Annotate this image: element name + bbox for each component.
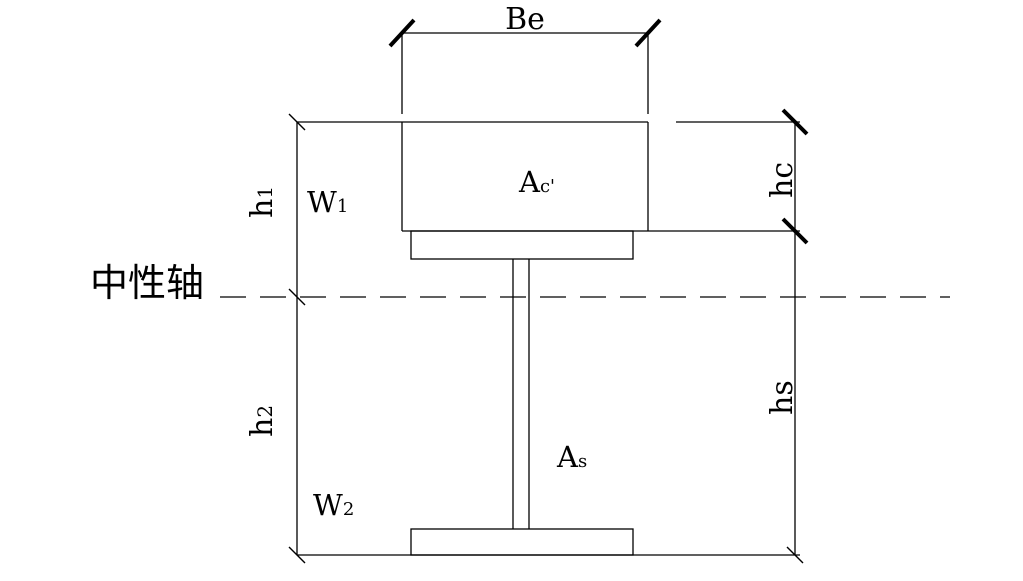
h1-main: h [245, 199, 280, 218]
as-label: As [556, 440, 587, 474]
w1-subscript: 1 [337, 196, 348, 217]
hc-label: hc [765, 162, 800, 198]
steel-i-beam: As [410, 230, 634, 556]
as-subscript: s [578, 451, 587, 472]
w2-subscript: 2 [343, 499, 354, 520]
h1-subscript: 1 [253, 186, 277, 199]
left-tick-axis [288, 288, 306, 306]
w2-main: W [313, 488, 343, 522]
concrete-slab: Ac' [297, 121, 800, 232]
left-tick-top [288, 113, 306, 131]
h2-label: h2 [245, 405, 280, 437]
be-tick-right [634, 18, 662, 48]
bottom-flange [410, 528, 634, 556]
right-dimension: hc hs [765, 108, 809, 564]
left-dimension: h1 h2 [245, 113, 306, 564]
be-label: Be [505, 2, 545, 37]
top-flange [410, 230, 634, 260]
h1-label: h1 [245, 186, 280, 218]
be-dimension: Be [388, 2, 662, 114]
h2-main: h [245, 418, 280, 437]
hs-label: hs [765, 380, 800, 415]
right-tick-top [781, 108, 809, 136]
h2-subscript: 2 [253, 405, 277, 418]
right-tick-slab-bottom [781, 217, 809, 245]
w1-main: W [307, 185, 337, 219]
ac-main: A [518, 165, 541, 199]
be-tick-left [388, 18, 416, 48]
ac-subscript: c' [540, 176, 555, 197]
left-tick-bottom [288, 546, 306, 564]
right-tick-bottom [786, 546, 804, 564]
ac-label: Ac' [518, 165, 555, 199]
neutral-axis: 中性轴 [90, 261, 950, 305]
as-main: A [556, 440, 579, 474]
w1-label: W1 [307, 185, 348, 219]
neutral-axis-label: 中性轴 [90, 261, 204, 305]
w2-label: W2 [313, 488, 354, 522]
